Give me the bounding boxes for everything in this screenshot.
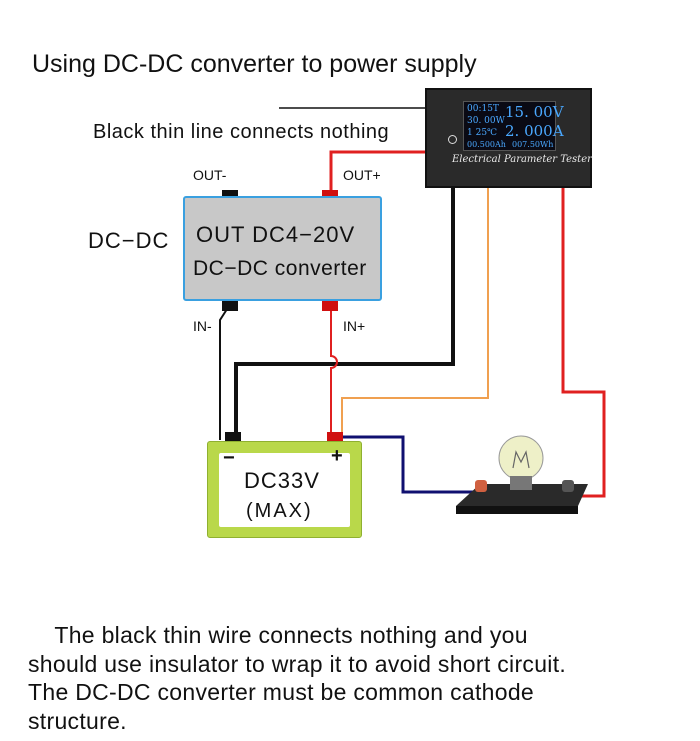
body-line: The black thin wire connects nothing and… [28, 622, 528, 648]
lamp-terminal-right [562, 480, 574, 492]
pin-label-in-pos: IN+ [343, 318, 366, 334]
battery-minus-sign: − [223, 447, 235, 469]
in-neg-wire [219, 305, 230, 440]
meter-pos-wire [561, 188, 606, 498]
body-line: The DC-DC converter must be common catho… [28, 679, 535, 705]
pin-label-out-pos: OUT+ [343, 167, 381, 183]
meter-energy: 007.50Wh [512, 140, 554, 149]
dc-dc-converter [183, 196, 382, 301]
meter-neg-wire [234, 188, 455, 440]
in-plus-wire [330, 306, 338, 438]
meter-label: Electrical Parameter Tester [452, 154, 592, 165]
body-line: structure. [28, 707, 127, 734]
meter-temp: 1 25℃ [467, 128, 498, 138]
bulb-icon [498, 435, 544, 481]
body-line: should use insulator to wrap it to avoid… [28, 650, 567, 677]
thin-line-note: Black thin line connects nothing [93, 121, 390, 143]
pin-label-out-neg: OUT- [193, 167, 227, 183]
battery-plus-sign: + [331, 445, 343, 467]
out-plus-wire [329, 150, 432, 197]
page-title: Using DC-DC converter to power supply [32, 50, 477, 78]
battery-label-panel [219, 453, 350, 527]
meter-time: 00:15T [467, 104, 499, 114]
meter-button-icon[interactable] [448, 135, 457, 144]
lamp-base-front [456, 506, 578, 514]
lamp-base-icon [456, 484, 588, 506]
lamp-terminal-left [475, 480, 487, 492]
explanation-text: The black thin wire connects nothing and… [28, 621, 678, 735]
meter-capacity: 00.500Ah [467, 140, 506, 149]
meter-screen [463, 101, 556, 151]
meter-power: 30. 00W [467, 116, 505, 126]
bulb-filament [512, 450, 530, 469]
converter-line1: OUT DC4−20V [196, 222, 356, 247]
orange-wire [341, 188, 489, 438]
navy-wire [342, 435, 480, 494]
battery-voltage: DC33V [244, 468, 320, 493]
converter-line2: DC−DC converter [193, 257, 367, 280]
bulb-socket [510, 476, 532, 490]
converter-side-label: DC−DC [88, 228, 170, 253]
meter-voltage: 15. 00V [505, 103, 564, 121]
pin-label-in-neg: IN- [193, 318, 212, 334]
battery-max: (MAX) [246, 500, 313, 522]
meter-current: 2. 000A [505, 122, 564, 140]
